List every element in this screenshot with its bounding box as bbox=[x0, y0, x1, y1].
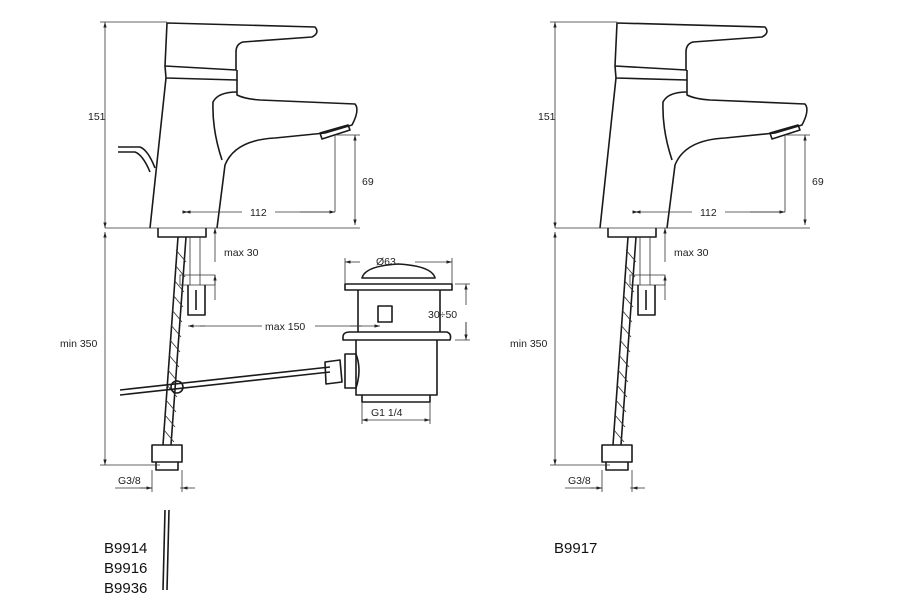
drain-diameter-label: Ø63 bbox=[376, 256, 396, 268]
model-number: B9916 bbox=[104, 560, 147, 577]
height-label: 151 bbox=[538, 111, 556, 123]
height-label: 151 bbox=[88, 111, 106, 123]
drain-thread-label: G1 1/4 bbox=[371, 407, 403, 419]
hose-length-label: min 350 bbox=[510, 338, 548, 350]
model-number: B9917 bbox=[554, 540, 597, 557]
hose-thread-label: G3/8 bbox=[118, 475, 141, 487]
max-drain-distance-label: max 150 bbox=[265, 321, 305, 333]
drain-waste-drawing bbox=[188, 258, 470, 424]
hose-length-label: min 350 bbox=[60, 338, 98, 350]
drain-thickness-label: 30÷50 bbox=[428, 309, 457, 321]
model-number: B9914 bbox=[104, 540, 147, 557]
spout-reach-label: 112 bbox=[250, 207, 267, 219]
spout-height-label: 69 bbox=[812, 176, 824, 188]
max-deck-label: max 30 bbox=[674, 247, 709, 259]
spout-height-label: 69 bbox=[362, 176, 374, 188]
model-number: B9936 bbox=[104, 580, 147, 597]
spout-reach-label: 112 bbox=[700, 207, 717, 219]
popup-rod bbox=[118, 146, 343, 591]
hose-thread-label: G3/8 bbox=[568, 475, 591, 487]
max-deck-label: max 30 bbox=[224, 247, 259, 259]
